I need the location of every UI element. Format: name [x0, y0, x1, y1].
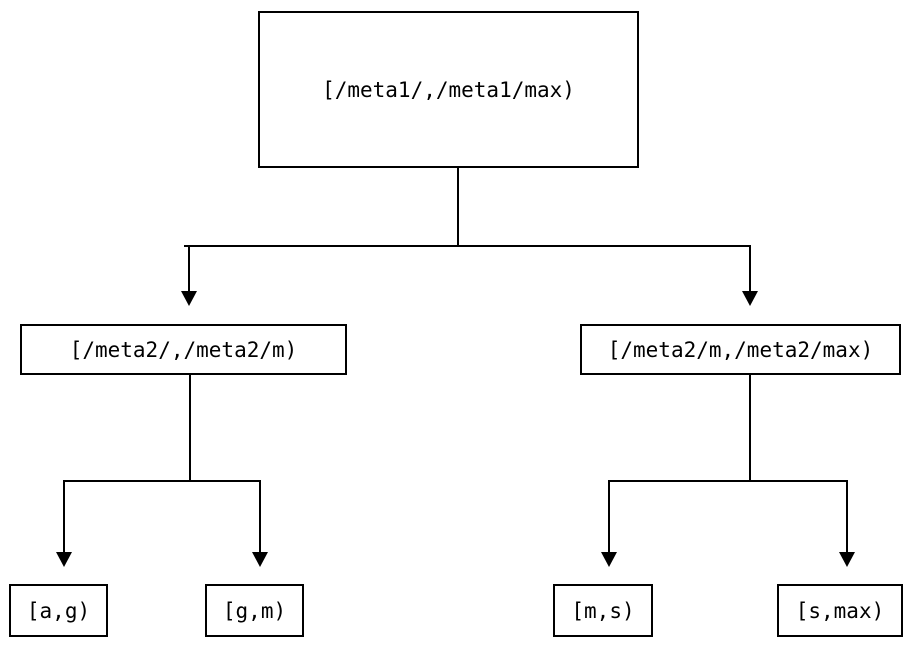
- tree-node-leaf-gm-label: [g,m): [222, 598, 287, 623]
- tree-node-leaf-ms-label: [m,s): [571, 598, 635, 623]
- arrowhead-to-leaf-gm: [252, 552, 268, 567]
- arrowhead-to-leaf-smax: [839, 552, 855, 567]
- edge-midright-to-leaves: [601, 375, 855, 567]
- tree-node-leaf-smax[interactable]: [s,max): [777, 584, 903, 637]
- edge-midleft-to-leaves: [56, 375, 268, 567]
- tree-node-leaf-ag[interactable]: [a,g): [9, 584, 108, 637]
- edge-root-to-middle: [181, 168, 758, 306]
- tree-node-leaf-smax-label: [s,max): [795, 598, 885, 623]
- arrowhead-to-mid-right: [742, 291, 758, 306]
- tree-node-mid-right-label: [/meta2/m,/meta2/max): [607, 337, 874, 362]
- tree-node-leaf-ms[interactable]: [m,s): [553, 584, 653, 637]
- tree-node-mid-right[interactable]: [/meta2/m,/meta2/max): [580, 324, 901, 375]
- tree-node-root-label: [/meta1/,/meta1/max): [322, 77, 575, 102]
- tree-node-mid-left[interactable]: [/meta2/,/meta2/m): [20, 324, 347, 375]
- tree-node-leaf-ag-label: [a,g): [26, 598, 91, 623]
- tree-node-root[interactable]: [/meta1/,/meta1/max): [258, 11, 639, 168]
- arrowhead-to-leaf-ms: [601, 552, 617, 567]
- arrowhead-to-leaf-ag: [56, 552, 72, 567]
- tree-node-mid-left-label: [/meta2/,/meta2/m): [69, 337, 298, 362]
- tree-node-leaf-gm[interactable]: [g,m): [205, 584, 304, 637]
- arrowhead-to-mid-left: [181, 291, 197, 306]
